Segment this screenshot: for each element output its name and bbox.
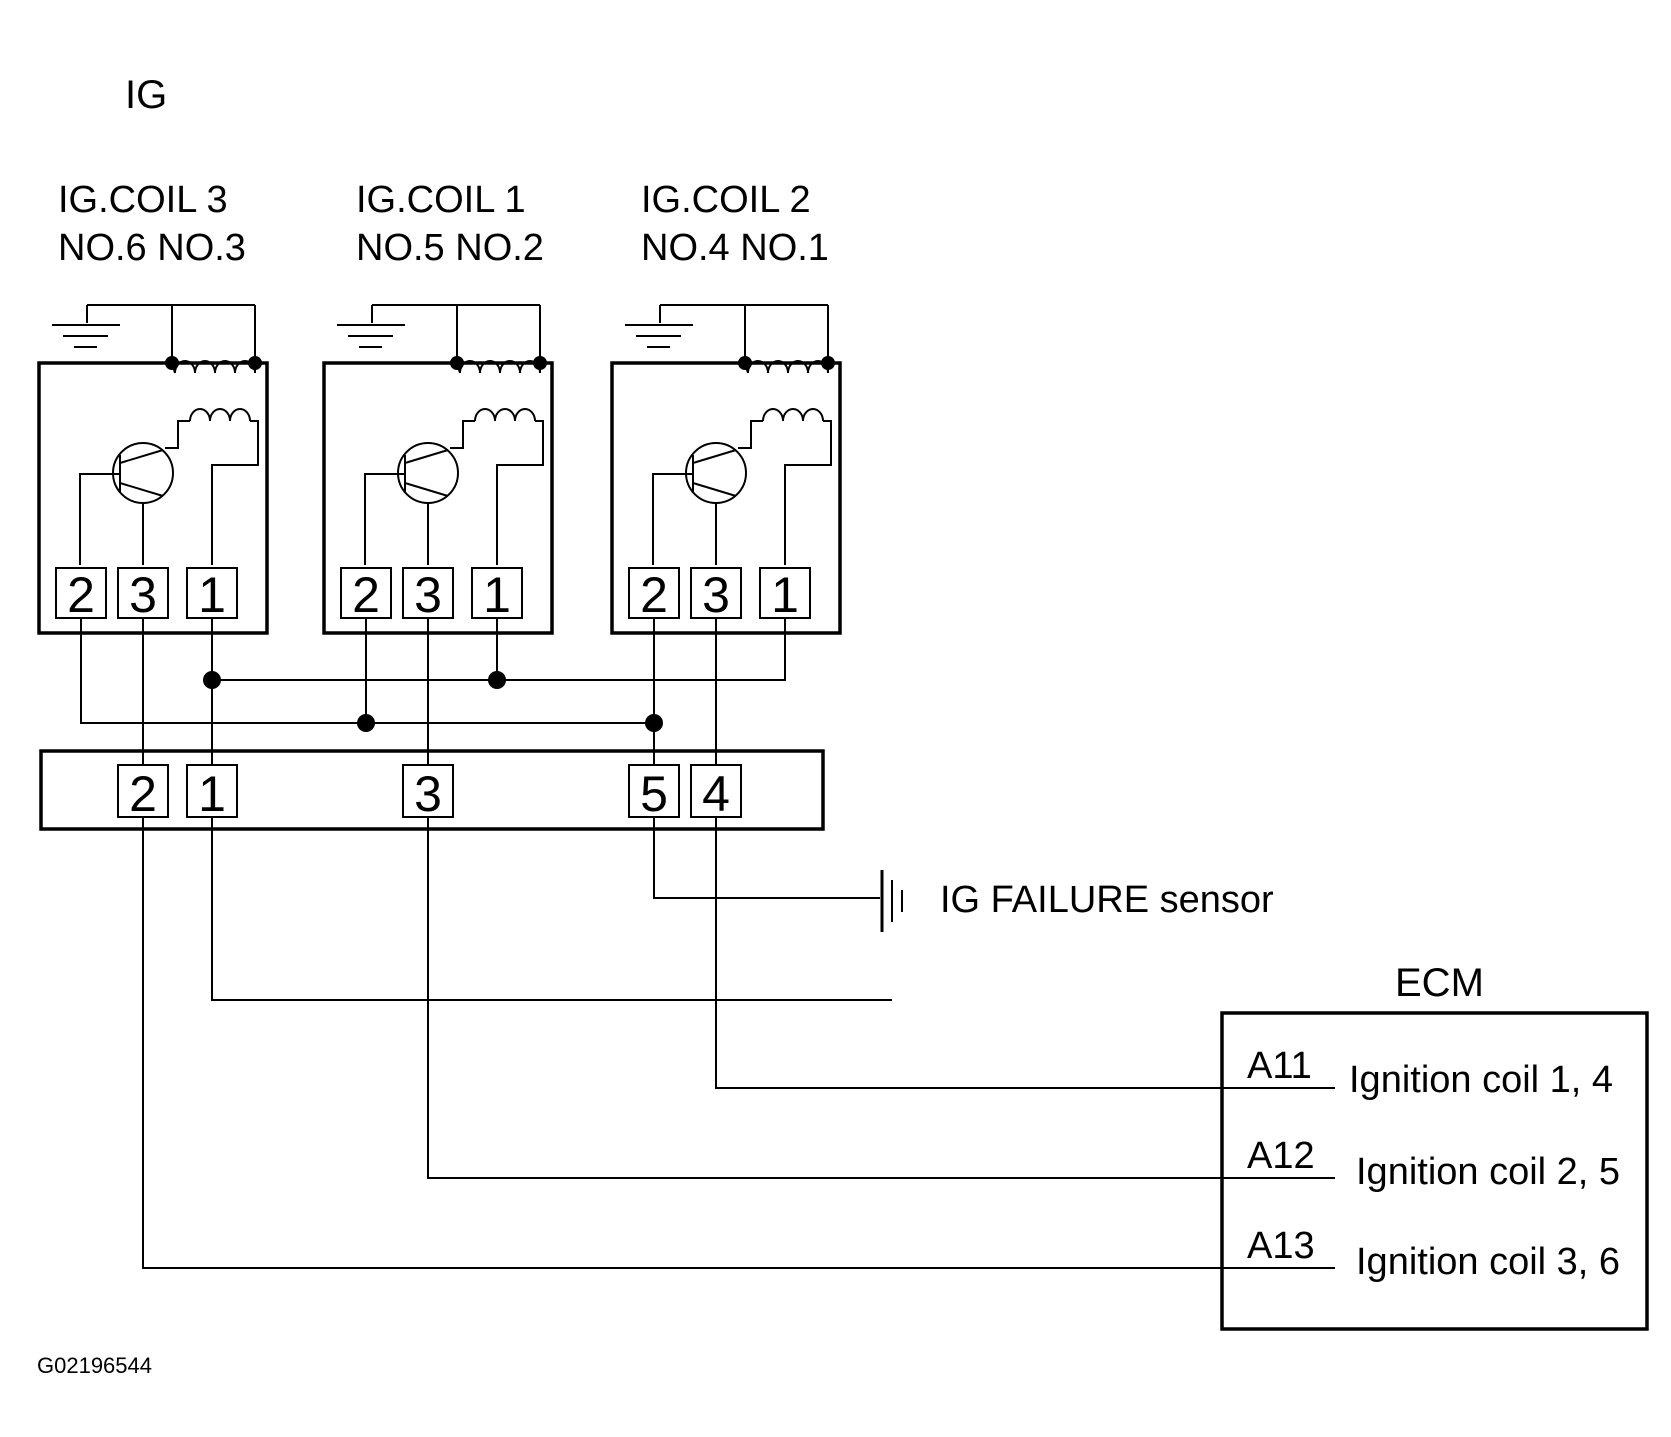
coil-2-housing xyxy=(610,361,842,635)
coil-2-pin-3-label: 3 xyxy=(702,567,730,623)
coil-3-housing xyxy=(37,361,269,635)
output-wiring xyxy=(142,817,1335,1269)
coil-2-cylinders: NO.4 NO.1 xyxy=(641,227,829,269)
coil-1-unit: 2 3 1 xyxy=(322,304,554,635)
coil-2-pin-3 xyxy=(690,567,742,619)
connector-pin-5 xyxy=(628,764,680,818)
coil-1-name: IG.COIL 1 xyxy=(356,179,526,221)
ig-failure-sensor-label: IG FAILURE sensor xyxy=(940,879,1274,921)
section-label: IG xyxy=(125,73,167,117)
connector-pin-2-label: 2 xyxy=(129,766,157,822)
connector-pin-2 xyxy=(117,764,169,818)
coil-2-name: IG.COIL 2 xyxy=(641,179,811,221)
coil-2-pin-2-label: 2 xyxy=(640,567,668,623)
ecm-terminal-a11-label: Ignition coil 1, 4 xyxy=(1349,1059,1613,1101)
coil-bus-wiring xyxy=(80,618,786,783)
connector-pin-1 xyxy=(186,764,238,818)
connector-pin-3 xyxy=(402,764,454,818)
ecm-terminal-a12-pin: A12 xyxy=(1247,1135,1315,1177)
coil-2-pin-1-label: 1 xyxy=(771,567,799,623)
coil-3-name: IG.COIL 3 xyxy=(58,179,228,221)
coil-1-cylinders: NO.5 NO.2 xyxy=(356,227,544,269)
coil-winding-icon xyxy=(738,333,832,565)
harness-connector: 2 1 3 5 4 xyxy=(39,749,825,831)
coil-2-unit: 2 3 1 xyxy=(610,304,842,635)
transistor-icon xyxy=(652,442,747,565)
coil-1-pin-2 xyxy=(340,567,392,619)
transistor-icon xyxy=(79,442,174,565)
coil-1-pin-3-label: 3 xyxy=(414,567,442,623)
coil-2-pin-2 xyxy=(628,567,680,619)
transistor-icon xyxy=(364,442,459,565)
connector-pin-4-label: 4 xyxy=(702,766,730,822)
ground-symbol-icon xyxy=(625,304,828,348)
ecm-terminal-a13-label: Ignition coil 3, 6 xyxy=(1356,1241,1620,1283)
connector-pin-3-label: 3 xyxy=(414,766,442,822)
coil-1-pin-3 xyxy=(402,567,454,619)
coil-winding-icon xyxy=(165,333,259,565)
ecm-box xyxy=(1220,1011,1649,1331)
coil-3-pin-1-label: 1 xyxy=(198,567,226,623)
ecm-terminal-a13-pin: A13 xyxy=(1247,1225,1315,1267)
ecm-terminal-a11-pin: A11 xyxy=(1247,1045,1312,1087)
coil-3-pin-2-label: 2 xyxy=(67,567,95,623)
connector-pin-4 xyxy=(690,764,742,818)
coil-2-pin-1 xyxy=(759,567,811,619)
coil-3-pin-3-label: 3 xyxy=(129,567,157,623)
ground-symbol-icon xyxy=(337,304,540,348)
coil-winding-icon xyxy=(450,333,544,565)
coil-3-cylinders: NO.6 NO.3 xyxy=(58,227,246,269)
coil-3-unit: 2 3 1 xyxy=(37,304,269,635)
coil-1-pin-2-label: 2 xyxy=(352,567,380,623)
ground-symbol-icon xyxy=(52,304,255,348)
coil-1-housing xyxy=(322,361,554,635)
ecm-title: ECM xyxy=(1395,961,1484,1005)
connector-pin-5-label: 5 xyxy=(640,766,668,822)
coil-1-pin-1-label: 1 xyxy=(483,567,511,623)
ecm-terminal-a12-label: Ignition coil 2, 5 xyxy=(1356,1151,1620,1193)
figure-id: G02196544 xyxy=(37,1353,152,1378)
connector-pin-1-label: 1 xyxy=(198,766,226,822)
coil-3-pin-3 xyxy=(117,567,169,619)
coil-3-pin-1 xyxy=(186,567,238,619)
